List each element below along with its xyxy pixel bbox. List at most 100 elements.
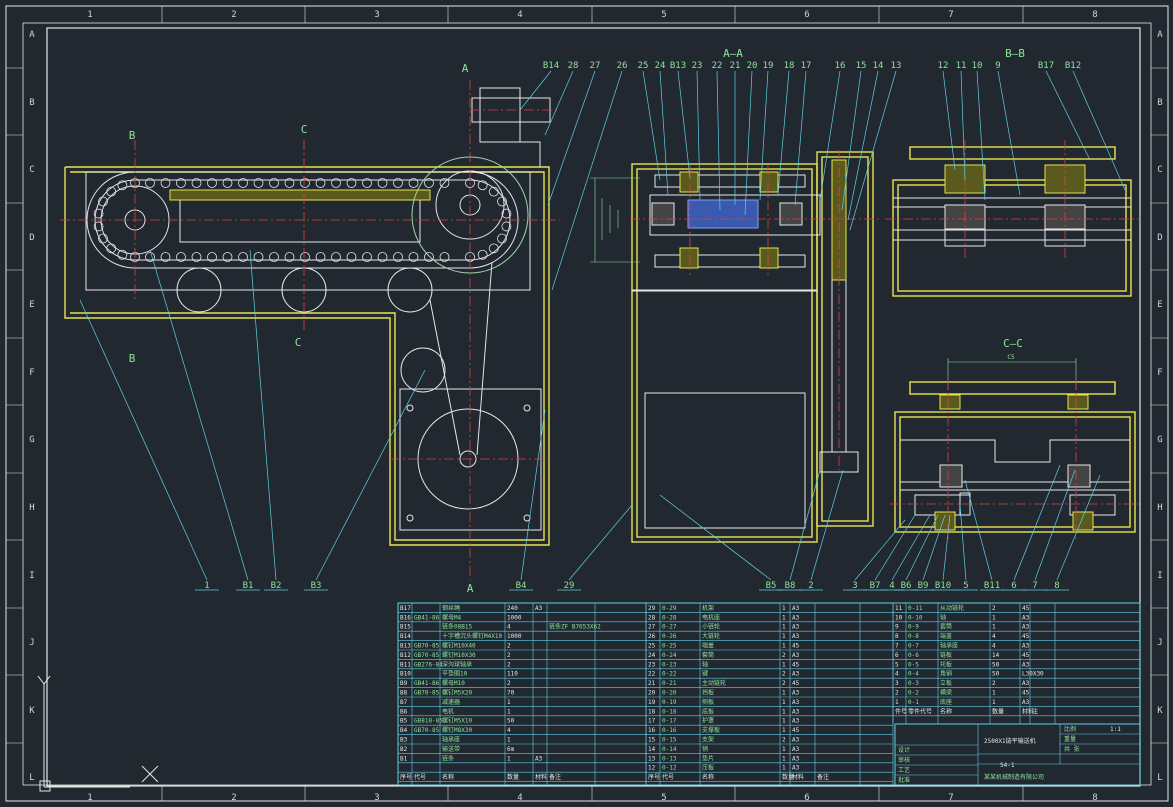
bom-cell-qty: 70 — [507, 690, 515, 697]
bom-cell-code: 0-4 — [908, 671, 919, 678]
chain-pin — [315, 252, 326, 262]
callout-leader — [997, 70, 1021, 196]
bom-cell-name: 侧板 — [702, 698, 714, 706]
bom-cell-no: B13 — [400, 643, 411, 650]
zone-col-label: 6 — [804, 10, 809, 20]
zone-col-label: 8 — [1092, 793, 1097, 803]
bom-cell-no: 5 — [895, 661, 899, 668]
bom-cell-mat: A3 — [1022, 680, 1030, 687]
chain-pin — [377, 178, 388, 188]
callout-leader — [964, 479, 993, 581]
callout-leader — [819, 70, 841, 201]
bom-cell-qty: 1 — [782, 614, 786, 621]
bom-cell-mat: A3 — [1022, 661, 1030, 668]
bom-cell-name: 套筒 — [940, 623, 952, 631]
bom-cell-no: B9 — [400, 680, 408, 687]
callout-label: 26 — [617, 61, 628, 71]
bom-cell-mat: A3 — [792, 746, 800, 753]
bom-cell-qty: 4 — [992, 643, 996, 650]
bom-cell-no: B3 — [400, 737, 408, 744]
bom-cell-name: 轴 — [702, 660, 708, 668]
bom-cell-code: GB818-85 — [414, 718, 443, 725]
callout-leader — [568, 504, 633, 581]
bom-header-qty: 数量 — [507, 773, 519, 781]
bom-cell-name: 键 — [702, 670, 708, 678]
zone-col-label: 5 — [661, 793, 666, 803]
bom-cell-qty: 50 — [992, 661, 1000, 668]
bom-cell-no: 12 — [648, 765, 656, 772]
chain-pin — [191, 252, 202, 262]
bom-cell-no: 1 — [895, 699, 899, 706]
bom-cell-qty: 1000 — [507, 614, 522, 621]
bom-cell-mat: A3 — [792, 708, 800, 715]
bom-cell-qty: 1 — [782, 624, 786, 631]
chain-pin — [191, 178, 202, 188]
section-a-a-view: A–A — [590, 47, 880, 543]
bom-cell-mat: L30X30 — [1022, 671, 1044, 678]
bom-cell-code: 0-5 — [908, 661, 919, 668]
bom-cell-name: 减速器 — [442, 698, 460, 706]
chain-pin — [488, 186, 499, 197]
zone-row-label: F — [1157, 368, 1162, 378]
callout-label: 24 — [655, 61, 666, 71]
callout-leaders-bottom — [79, 249, 1101, 591]
bom-cell-code: 0-24 — [662, 652, 677, 659]
chain-pins — [93, 178, 512, 262]
callout-leader — [874, 514, 916, 581]
callout-label: 25 — [638, 61, 649, 71]
bom-cell-no: B12 — [400, 652, 411, 659]
bom-cell-no: 13 — [648, 755, 656, 762]
bom-cell-code: 0-1 — [908, 699, 919, 706]
bom-header-note: 备注 — [817, 773, 829, 781]
callout-label: B4 — [516, 581, 527, 591]
bom-cell-name: 小链轮 — [702, 623, 720, 631]
bom-cell-no: B8 — [400, 690, 408, 697]
bom-cell-code: 0-16 — [662, 727, 677, 734]
bom-cell-no: 22 — [648, 671, 656, 678]
bom-cell-name: 链条08B15 — [442, 623, 472, 631]
bom-cell-code: 0-9 — [908, 624, 919, 631]
bom-cell-no: B4 — [400, 727, 408, 734]
bom-cell-mat: A3 — [1022, 624, 1030, 631]
bom-header-code: 代号 — [414, 773, 426, 781]
bom-cell-no: 20 — [648, 690, 656, 697]
bom-cell-mat: A3 — [792, 624, 800, 631]
bom-cell-code: 0-8 — [908, 633, 919, 640]
bom-cell-no: B17 — [400, 605, 411, 612]
section-marker-c-bottom: C — [295, 336, 302, 349]
bom-cell-qty: 1 — [782, 699, 786, 706]
chain-pin — [408, 178, 419, 188]
section-aa-centerlines — [630, 150, 880, 470]
zone-row-label: J — [1157, 638, 1162, 648]
callout-labels-bottom: 1 B1 B2 B3 B4 29 B5 B8 2 3 B7 4 B6 B9 B1… — [204, 581, 1059, 591]
callout-leader — [249, 249, 277, 581]
bom-cell-name: 支架 — [702, 736, 714, 744]
bom-cell-name: 深沟球轴承 — [442, 660, 472, 668]
bom-header-note: 备注 — [549, 773, 561, 781]
bom-cell-name: 电机座 — [702, 613, 720, 621]
zone-row-labels: A B C D E F G H I J K L A B C D E F G H … — [29, 30, 1163, 783]
bom-cell-mat: A3 — [1022, 614, 1030, 621]
bom-cell-qty: 1 — [992, 624, 996, 631]
callout-leader — [659, 70, 669, 196]
bom-cell-code: GB70-85 — [414, 727, 440, 734]
callout-label: B10 — [935, 581, 951, 591]
callout-label: B12 — [1065, 61, 1081, 71]
chain-pin — [117, 180, 128, 191]
bom-cell-mat: A3 — [792, 737, 800, 744]
bom-cell-no: 10 — [895, 614, 903, 621]
callout-leader — [677, 70, 691, 179]
zone-row-label: G — [1157, 435, 1162, 445]
bom-cell-code: 0-11 — [908, 605, 923, 612]
chain-pin — [488, 243, 499, 254]
callout-label: B8 — [785, 581, 796, 591]
callout-leader — [79, 299, 208, 581]
callout-label: B11 — [984, 581, 1000, 591]
section-title-cc: C–C — [1003, 337, 1023, 350]
bom-cell-qty: 4 — [507, 624, 511, 631]
bom-cell-code: 0-12 — [662, 765, 677, 772]
bom-cell-no: 14 — [648, 746, 656, 753]
chain-pin — [106, 186, 117, 197]
bom-cell-code: 0-19 — [662, 699, 677, 706]
